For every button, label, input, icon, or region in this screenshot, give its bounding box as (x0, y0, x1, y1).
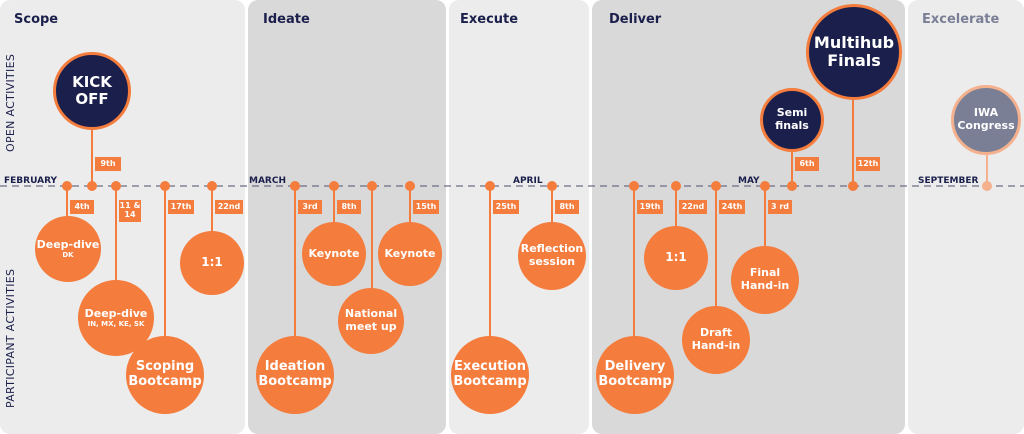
dot-ideation (290, 181, 300, 191)
keynote-2-label: Keynote (384, 246, 436, 260)
final-handin-circle: Final Hand-in (731, 246, 799, 314)
1on1-feb-label: 1:1 (201, 255, 223, 270)
1on1-apr-circle: 1:1 (644, 226, 708, 290)
month-march: MARCH (249, 176, 286, 186)
ideation-bootcamp-circle: Ideation Bootcamp (256, 336, 334, 414)
date-draft: 24th (719, 200, 745, 214)
1on1-feb-circle: 1:1 (180, 231, 244, 295)
phase-panel-excelerate (908, 0, 1024, 434)
dot-1on1-apr (671, 181, 681, 191)
reflection-session-circle: Reflection session (518, 222, 586, 290)
date-ideation: 3rd (298, 200, 322, 214)
phase-title-excelerate: Excelerate (922, 12, 1000, 27)
date-reflection: 8th (555, 200, 579, 214)
iwa-circle: IWA Congress (951, 85, 1021, 155)
dot-execution (485, 181, 495, 191)
dot-national (367, 181, 377, 191)
dot-1on1-feb (207, 181, 217, 191)
ideation-line2: Bootcamp (258, 374, 332, 389)
month-may: MAY (738, 176, 760, 186)
finals-circle: Multihub Finals (806, 4, 902, 100)
execution-line2: Bootcamp (453, 374, 527, 389)
phase-title-execute: Execute (460, 12, 519, 27)
month-april: APRIL (513, 176, 543, 186)
month-september: SEPTEMBER (918, 176, 979, 186)
date-final: 3 rd (768, 200, 792, 214)
date-deepdive-multi: 11 & 14 (119, 200, 141, 222)
iwa-line2: Congress (957, 119, 1015, 132)
deepdive-multi-sub: IN, MX, KE, SK (87, 320, 145, 329)
keynote-1-label: Keynote (308, 246, 360, 260)
date-1on1-feb: 22nd (215, 200, 243, 214)
phase-title-scope: Scope (14, 12, 59, 27)
date-execution: 25th (493, 200, 519, 214)
date-delivery: 19th (637, 200, 663, 214)
reflection-line2: session (528, 255, 576, 268)
dot-scoping (160, 181, 170, 191)
semifinals-circle: Semi finals (760, 88, 824, 152)
draft-line2: Hand-in (691, 339, 741, 352)
deepdive-dk-circle: Deep-dive DK (35, 216, 101, 282)
semifinals-line1: Semi (776, 106, 808, 120)
date-finals: 12th (856, 157, 880, 171)
scoping-bootcamp-circle: Scoping Bootcamp (126, 336, 204, 414)
dot-keynote-2 (405, 181, 415, 191)
dot-deepdive-dk (62, 181, 72, 191)
iwa-line1: IWA (973, 106, 999, 120)
date-keynote-1: 8th (337, 200, 361, 214)
phase-panel-execute (449, 0, 589, 434)
date-keynote-2: 15th (413, 200, 439, 214)
delivery-line1: Delivery (604, 359, 666, 375)
keynote-1-circle: Keynote (302, 222, 366, 286)
finals-line2: Finals (827, 51, 881, 70)
dot-deepdive-multi (111, 181, 121, 191)
dot-reflection (547, 181, 557, 191)
finals-line1: Multihub (813, 32, 895, 52)
final-line1: Final (749, 266, 781, 280)
participant-activities-label: PARTICIPANT ACTIVITIES (4, 268, 17, 408)
kickoff-line1: KICK (72, 72, 112, 91)
open-activities-label: OPEN ACTIVITIES (4, 53, 17, 152)
kickoff-circle: KICK OFF (53, 52, 131, 130)
date-semifinals: 6th (795, 157, 819, 171)
dot-draft (711, 181, 721, 191)
scoping-line1: Scoping (135, 359, 195, 375)
date-scoping: 17th (168, 200, 194, 214)
national-meetup-circle: National meet up (338, 288, 404, 354)
dot-delivery (629, 181, 639, 191)
date-kickoff: 9th (95, 157, 121, 171)
execution-bootcamp-circle: Execution Bootcamp (451, 336, 529, 414)
1on1-apr-label: 1:1 (665, 250, 687, 265)
draft-handin-circle: Draft Hand-in (682, 306, 750, 374)
national-line2: meet up (345, 320, 397, 333)
delivery-line2: Bootcamp (598, 374, 672, 389)
dot-kickoff (87, 181, 97, 191)
month-february: FEBRUARY (4, 176, 58, 186)
dot-iwa (982, 181, 992, 191)
phase-title-ideate: Ideate (263, 12, 310, 27)
deepdive-dk-sub: DK (62, 251, 74, 260)
deepdive-dk-label: Deep-dive (36, 237, 100, 251)
phase-panel-deliver (592, 0, 905, 434)
execution-line1: Execution (454, 359, 526, 375)
kickoff-line2: OFF (75, 90, 109, 108)
scoping-line2: Bootcamp (128, 374, 202, 389)
dot-finals (848, 181, 858, 191)
dot-final (760, 181, 770, 191)
ideation-line1: Ideation (264, 359, 326, 375)
dot-keynote-1 (329, 181, 339, 191)
keynote-2-circle: Keynote (378, 222, 442, 286)
date-deepdive-dk: 4th (70, 200, 94, 214)
draft-line1: Draft (699, 326, 733, 340)
delivery-bootcamp-circle: Delivery Bootcamp (596, 336, 674, 414)
semifinals-line2: finals (775, 119, 809, 132)
dot-semifinals (787, 181, 797, 191)
deepdive-multi-label: Deep-dive (84, 306, 148, 320)
final-line2: Hand-in (740, 279, 790, 292)
date-1on1-apr: 22nd (679, 200, 707, 214)
national-line1: National (344, 307, 398, 321)
phase-title-deliver: Deliver (609, 12, 662, 27)
reflection-line1: Reflection (520, 242, 584, 256)
